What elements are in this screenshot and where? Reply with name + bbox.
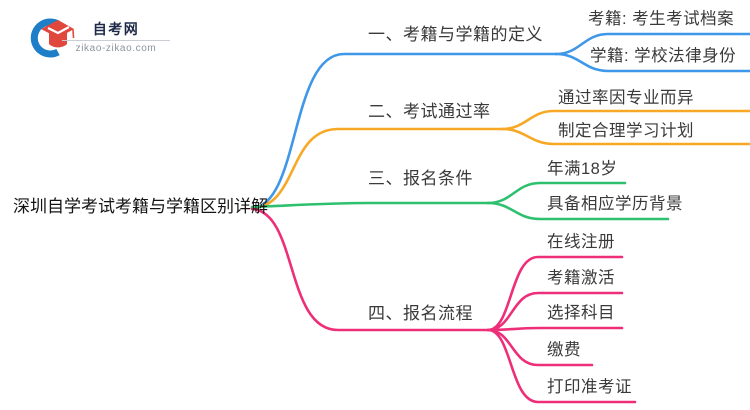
branch-4-child-1-label: 在线注册 [547,233,615,251]
branch-1-child-2-label: 学籍: 学校法律身份 [590,47,737,65]
branch-2-line [250,127,504,210]
logo-cap-body [49,33,67,48]
branch-4-child-3-line [486,326,624,332]
logo-domain: zikao-zikao.com [75,43,157,54]
branch-1-line [250,52,558,210]
branch-1-label: 一、考籍与学籍的定义 [368,25,543,44]
branch-2-child-2-line [500,127,750,146]
branch-2-child-2-label: 制定合理学习计划 [558,122,694,140]
branch-4-child-1-line [486,255,624,332]
logo-divider [62,40,170,41]
branch-3-child-1-label: 年满18岁 [547,160,618,178]
branch-3-child-2-label: 具备相应学历背景 [547,195,683,213]
graduation-cap-logo-icon [30,18,75,58]
logo-cap-tassel [72,29,75,39]
logo-crescent [30,18,60,58]
branch-4-child-2-line [486,291,624,332]
branch-3-line [250,201,490,209]
branch-4-line [250,207,490,332]
branch-4-child-3-label: 选择科目 [547,304,615,322]
branch-4-child-5-line [486,328,637,404]
branch-4-child-5-label: 打印准考证 [547,378,632,396]
branch-4-child-4-label: 缴费 [547,341,581,359]
logo-cap-board [41,20,74,38]
site-logo: 自考网 zikao-zikao.com [26,9,176,64]
branch-1-child-2-line [554,52,750,73]
logo-cap-chevron [47,26,70,35]
branch-2-child-1-label: 通过率因专业而异 [558,89,694,107]
branch-4-label: 四、报名流程 [368,304,473,323]
branch-4-child-2-label: 考籍激活 [547,269,615,287]
branch-1-child-1-label: 考籍: 考生考试档案 [588,10,735,28]
logo-site-name: 自考网 [92,21,140,37]
branch-3-child-2-line [486,201,670,221]
central-topic: 深圳自学考试考籍与学籍区别详解 [13,197,268,216]
branch-2-label: 二、考试通过率 [368,102,491,121]
branch-3-label: 三、报名条件 [368,169,473,188]
